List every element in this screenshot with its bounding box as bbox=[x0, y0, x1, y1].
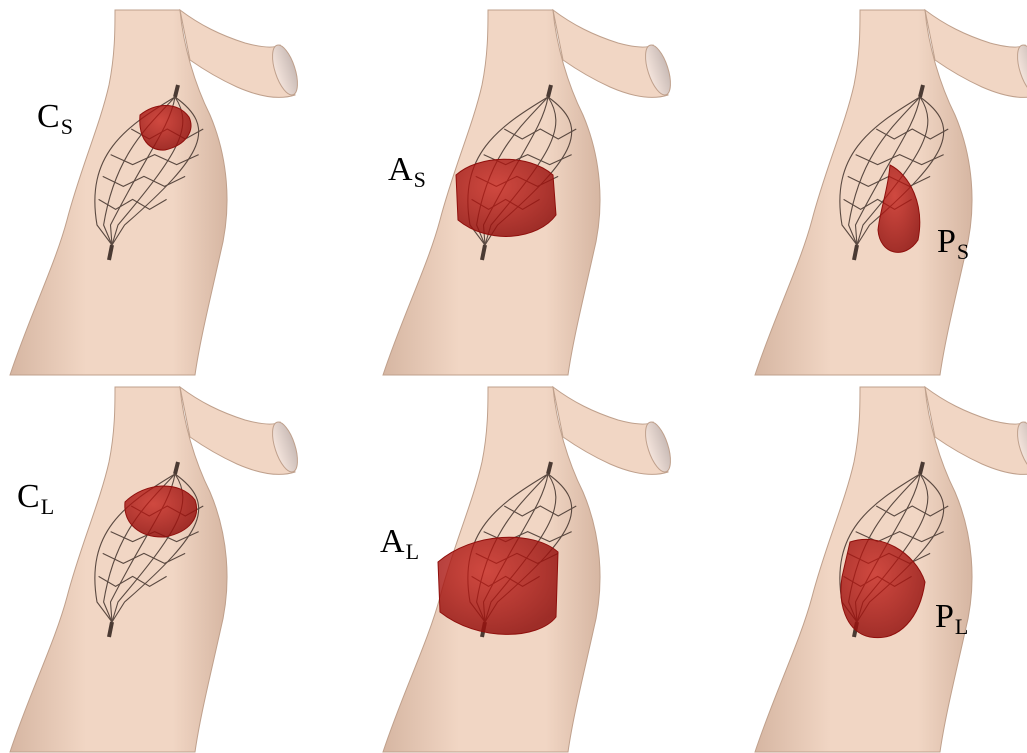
label-main: P bbox=[935, 598, 954, 635]
vessel-render-ps bbox=[750, 5, 1027, 375]
vessel-render-cs bbox=[5, 5, 335, 375]
label-sub: L bbox=[41, 494, 54, 519]
label-main: P bbox=[937, 223, 956, 260]
panel-label-pl: PL bbox=[935, 600, 968, 634]
vessel-trunk bbox=[755, 10, 972, 375]
vessel-render-pl bbox=[750, 382, 1027, 752]
label-main: A bbox=[388, 151, 413, 188]
label-sub: S bbox=[957, 239, 969, 264]
label-sub: S bbox=[61, 114, 73, 139]
vessel-trunk bbox=[10, 387, 227, 752]
label-sub: L bbox=[406, 539, 419, 564]
panel-label-cl: CL bbox=[17, 480, 54, 514]
highlight-region bbox=[438, 537, 558, 634]
panel-label-cs: CS bbox=[37, 100, 73, 134]
label-main: A bbox=[380, 523, 405, 560]
label-main: C bbox=[17, 478, 40, 515]
highlight-region bbox=[456, 159, 556, 236]
panel-pl: PL bbox=[750, 382, 1027, 752]
panel-ps: PS bbox=[750, 5, 1027, 375]
label-sub: L bbox=[955, 614, 968, 639]
panel-cs: CS bbox=[5, 5, 335, 375]
vessel-render-as bbox=[378, 5, 708, 375]
vessel-render-al bbox=[378, 382, 708, 752]
panel-cl: CL bbox=[5, 382, 335, 752]
panel-label-al: AL bbox=[380, 525, 419, 559]
panel-label-ps: PS bbox=[937, 225, 969, 259]
vessel-trunk bbox=[10, 10, 227, 375]
label-main: C bbox=[37, 98, 60, 135]
vessel-render-cl bbox=[5, 382, 335, 752]
panel-as: AS bbox=[378, 5, 708, 375]
panel-al: AL bbox=[378, 382, 708, 752]
panel-label-as: AS bbox=[388, 153, 426, 187]
label-sub: S bbox=[414, 167, 426, 192]
